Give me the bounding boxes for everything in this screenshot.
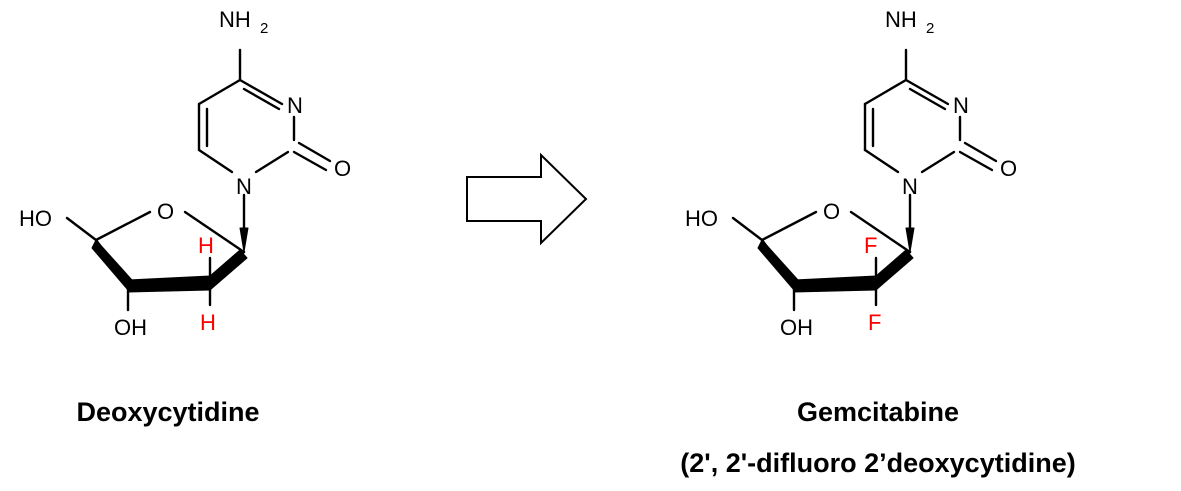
ring-nitrogen-upper: N	[287, 93, 303, 118]
gemcitabine-structure: NH 2 N N O O HO OH F F	[685, 7, 1017, 340]
right-compound-subtitle: (2', 2'-difluoro 2’deoxycytidine)	[680, 448, 1075, 478]
carbonyl-oxygen: O	[334, 156, 351, 181]
hydroxyl-label-gem: OH	[780, 315, 813, 340]
substituent-lower: H	[200, 310, 216, 335]
furanose-ring-gem	[731, 210, 915, 312]
fluorine-upper: F	[864, 233, 877, 258]
sugar-oxygen-gem: O	[823, 199, 840, 224]
amine-label: NH	[219, 7, 251, 32]
block-arrow-right-icon	[466, 152, 588, 246]
ring-nitrogen-lower: N	[236, 174, 252, 199]
amine-label-gem: NH	[885, 7, 917, 32]
substituent-upper: H	[198, 233, 214, 258]
right-compound-name: Gemcitabine	[797, 397, 959, 427]
pyrimidine-ring-gem	[863, 48, 998, 230]
carbonyl-oxygen-gem: O	[1000, 156, 1017, 181]
hydroxymethyl-label-gem: HO	[685, 206, 718, 231]
fluorine-lower: F	[868, 310, 881, 335]
sugar-oxygen: O	[157, 199, 174, 224]
hydroxymethyl-label: HO	[19, 206, 52, 231]
amine-subscript: 2	[260, 20, 268, 37]
left-compound-name: Deoxycytidine	[76, 397, 259, 427]
deoxycytidine-structure: NH 2 N N O O HO OH H H	[19, 7, 351, 340]
pyrimidine-ring	[197, 48, 332, 230]
hydroxyl-label: OH	[114, 315, 147, 340]
ring-nitrogen-upper-gem: N	[953, 93, 969, 118]
amine-subscript-gem: 2	[926, 20, 934, 37]
ring-nitrogen-lower-gem: N	[902, 174, 918, 199]
furanose-ring	[65, 210, 249, 312]
